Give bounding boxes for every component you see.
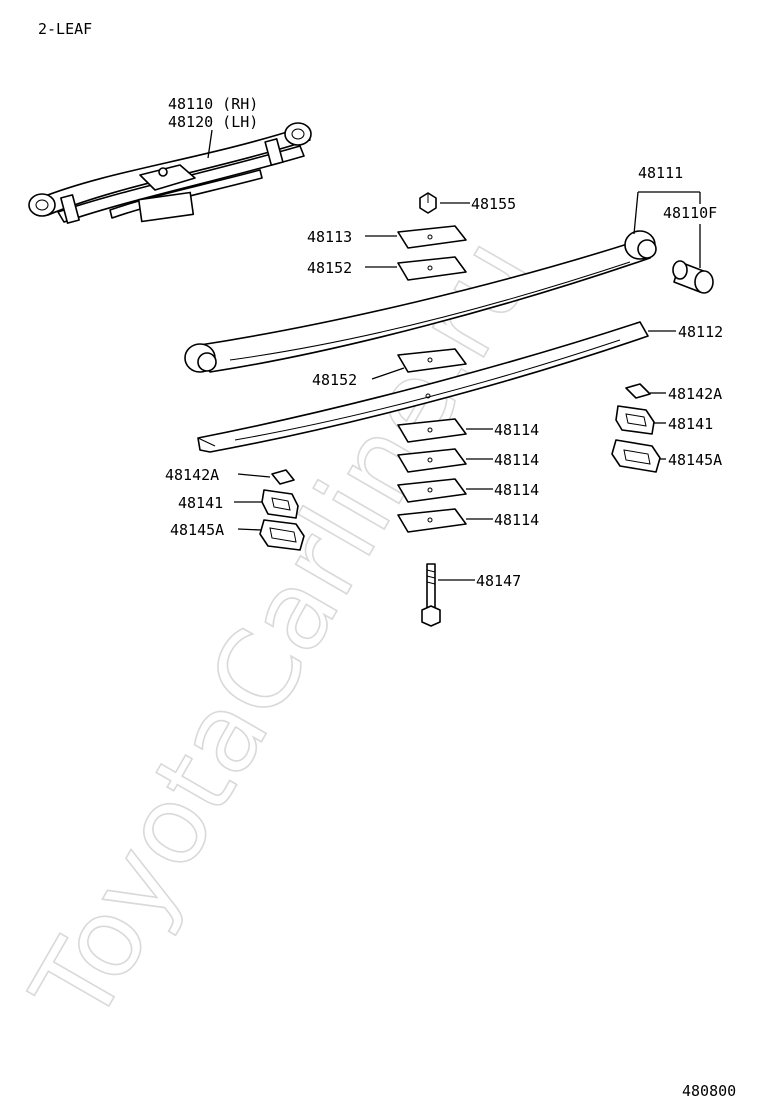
callout-48145a-front[interactable]: 48145A <box>170 521 224 539</box>
leaf-no1-icon[interactable] <box>184 230 657 373</box>
leader-48152-lower <box>371 367 405 380</box>
variant-label: 2-LEAF <box>38 20 92 38</box>
callout-48113[interactable]: 48113 <box>307 228 352 246</box>
leader-48142a-front <box>237 473 271 478</box>
callout-48141-front[interactable]: 48141 <box>178 494 223 512</box>
callout-48152-lower[interactable]: 48152 <box>312 371 357 389</box>
rear-clip-icon[interactable] <box>615 405 655 435</box>
spacer-4-icon[interactable] <box>397 508 467 533</box>
spacer-2-icon[interactable] <box>397 448 467 473</box>
leader-48111 <box>633 191 639 235</box>
spacer-1-icon[interactable] <box>397 418 467 443</box>
leaf-spring-assembly-icon[interactable] <box>28 122 312 224</box>
front-clip-cover-icon[interactable] <box>259 519 305 551</box>
silencer-lower-icon[interactable] <box>397 348 467 399</box>
rear-clip-bolt-icon[interactable] <box>625 383 651 399</box>
front-clip-icon[interactable] <box>261 489 299 519</box>
spacer-3-icon[interactable] <box>397 478 467 503</box>
nut-icon[interactable] <box>419 192 437 214</box>
leader-48145a-front <box>237 528 262 531</box>
callout-48155[interactable]: 48155 <box>471 195 516 213</box>
callout-48114-3[interactable]: 48114 <box>494 481 539 499</box>
silencer-upper-icon[interactable] <box>397 256 467 281</box>
bushing-icon[interactable] <box>672 260 714 294</box>
callout-48147[interactable]: 48147 <box>476 572 521 590</box>
callout-48114-4[interactable]: 48114 <box>494 511 539 529</box>
callout-48145a-rear[interactable]: 48145A <box>668 451 722 469</box>
callout-48114-2[interactable]: 48114 <box>494 451 539 469</box>
callout-48114-1[interactable]: 48114 <box>494 421 539 439</box>
callout-48111[interactable]: 48111 <box>638 164 683 182</box>
callout-48152-upper[interactable]: 48152 <box>307 259 352 277</box>
clip-pad-upper-icon[interactable] <box>397 225 467 249</box>
center-bolt-icon[interactable] <box>421 563 441 627</box>
callout-48142a-rear[interactable]: 48142A <box>668 385 722 403</box>
callout-48142a-front[interactable]: 48142A <box>165 466 219 484</box>
callout-48110f[interactable]: 48110F <box>663 204 717 222</box>
callout-48141-rear[interactable]: 48141 <box>668 415 713 433</box>
leader-assy <box>207 129 213 159</box>
rear-clip-cover-icon[interactable] <box>611 439 661 473</box>
callout-48112[interactable]: 48112 <box>678 323 723 341</box>
front-clip-bolt-icon[interactable] <box>271 469 295 485</box>
callout-48120-lh[interactable]: 48120 (LH) <box>168 113 258 131</box>
callout-48110-rh[interactable]: 48110 (RH) <box>168 95 258 113</box>
diagram-code: 480800 <box>682 1082 736 1100</box>
